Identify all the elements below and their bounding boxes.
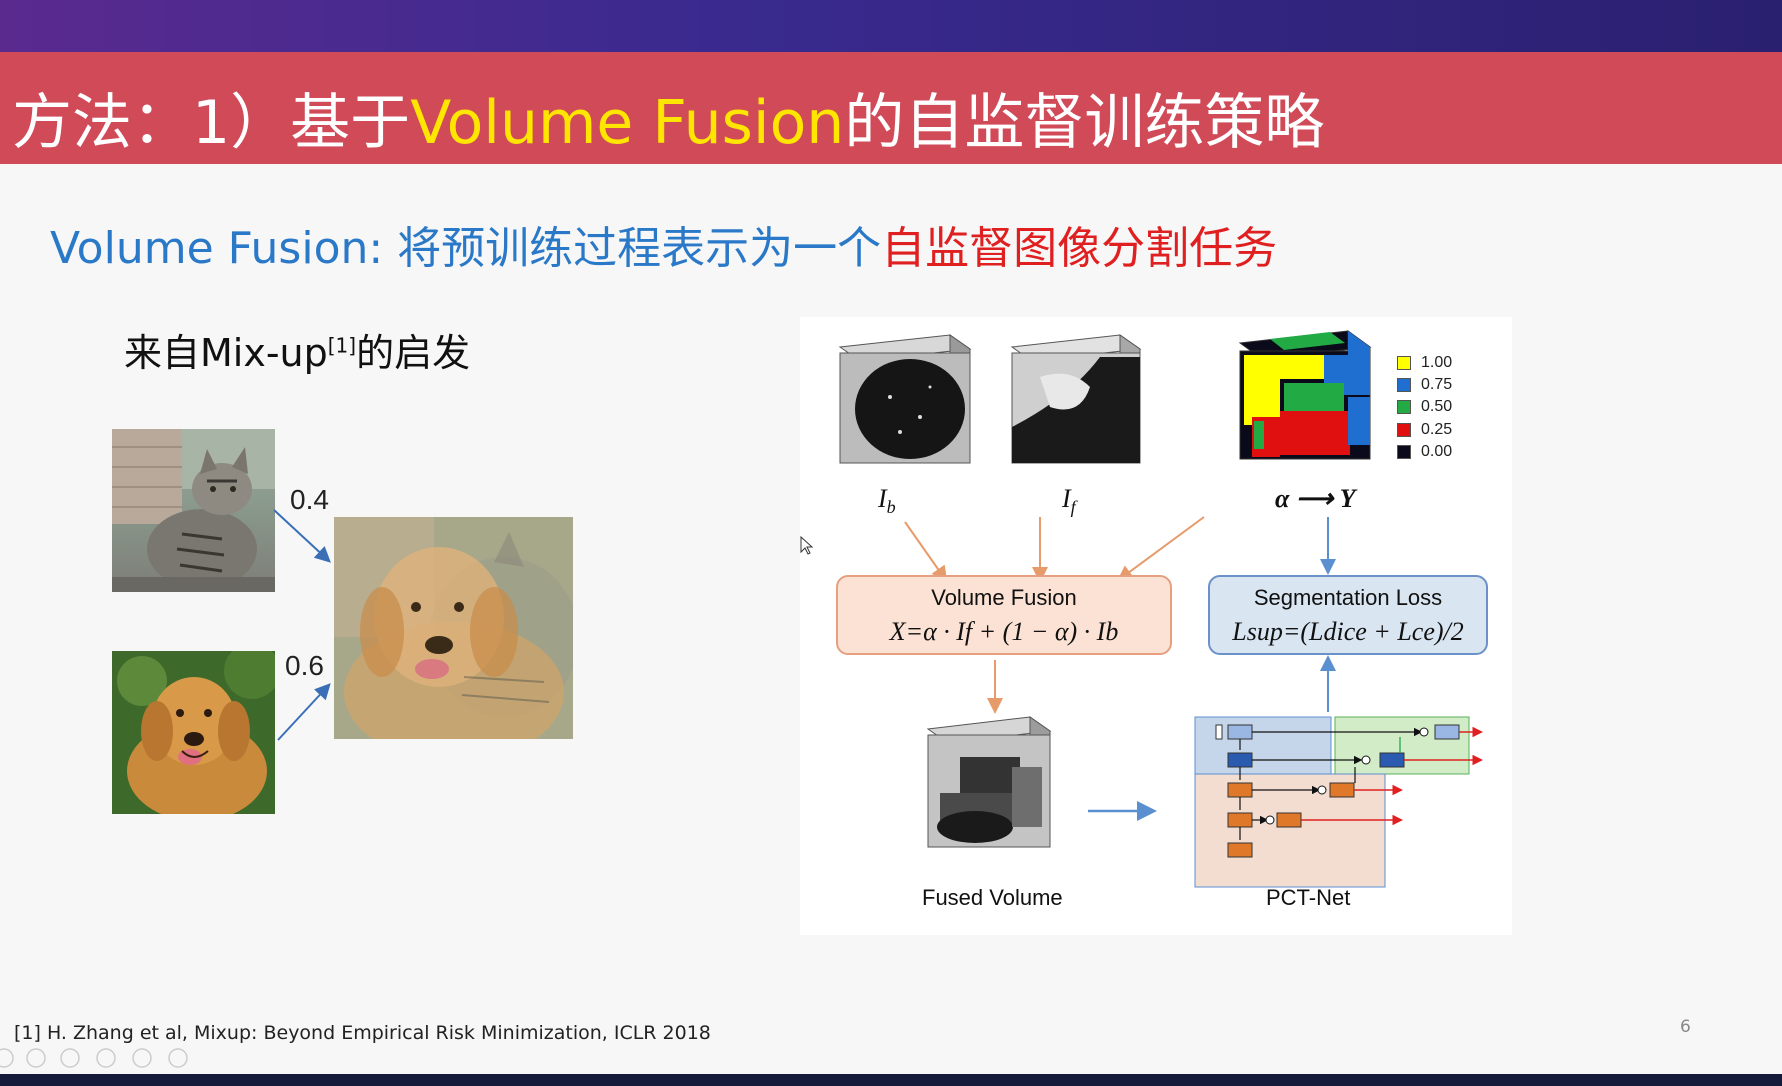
- cat-weight-label: 0.4: [290, 484, 329, 515]
- volume-fusion-figure: 1.00 0.75 0.50 0.25 0.00 Ib If α ⟶ Y Vol…: [800, 317, 1512, 935]
- legend-item: 0.75: [1397, 376, 1452, 394]
- cat-image: [112, 429, 275, 592]
- pen-icon[interactable]: [60, 1048, 80, 1068]
- segmentation-loss-box: Segmentation Loss Lsup=(Ldice + Lce)/2: [1208, 575, 1488, 655]
- legend-item: 1.00: [1397, 354, 1452, 372]
- if-label: If: [1062, 484, 1076, 518]
- mixup-label-prefix: 来自Mix-up: [124, 331, 328, 375]
- subtitle-blue-text: Volume Fusion: 将预训练过程表示为一个: [50, 223, 882, 274]
- legend-label: 0.25: [1421, 421, 1453, 438]
- slide-title: 方法：1）基于Volume Fusion的自监督训练策略: [12, 74, 1324, 161]
- legend-swatch: [1397, 422, 1411, 437]
- alpha-to-y-label: α ⟶ Y: [1275, 484, 1356, 513]
- more-options-icon[interactable]: [168, 1048, 188, 1068]
- legend-item: 0.00: [1397, 443, 1452, 461]
- ib-label-sub: b: [886, 497, 896, 518]
- volume-fusion-box: Volume Fusion X=α · If + (1 − α) · Ib: [836, 575, 1172, 655]
- fused-volume-caption: Fused Volume: [922, 885, 1063, 910]
- title-suffix: 的自监督训练策略: [844, 88, 1325, 158]
- alpha-label-cube: [1238, 330, 1372, 460]
- segmentation-loss-formula: Lsup=(Ldice + Lce)/2: [1232, 617, 1464, 646]
- subtitle-red-text: 自监督图像分割任务: [881, 223, 1278, 274]
- mouse-cursor-icon: [800, 536, 814, 555]
- cat-arrow: [273, 509, 331, 563]
- background-volume-cube: [838, 334, 972, 464]
- legend-swatch: [1397, 399, 1411, 414]
- mixup-citation: [1]: [327, 333, 357, 358]
- pct-net-diagram: [1194, 716, 1483, 888]
- legend-swatch: [1397, 444, 1411, 459]
- alpha-arrow: [1116, 516, 1205, 582]
- legend-label: 0.50: [1421, 398, 1453, 415]
- figure-graphics: [838, 330, 1483, 888]
- pct-net-caption: PCT-Net: [1266, 885, 1351, 910]
- prev-slide-icon[interactable]: [0, 1048, 14, 1068]
- legend-label: 1.00: [1421, 354, 1453, 371]
- zoom-icon[interactable]: [132, 1048, 152, 1068]
- legend-item: 0.25: [1397, 421, 1452, 439]
- mixup-arrows: [273, 509, 331, 741]
- ib-arrow: [904, 521, 948, 583]
- dog-arrow: [277, 683, 331, 741]
- if-label-sub: f: [1070, 497, 1076, 518]
- page-number: 6: [1680, 1017, 1691, 1037]
- slideshow-controls-icons: [0, 1048, 188, 1068]
- title-highlight: Volume Fusion: [410, 88, 845, 158]
- legend-label: 0.75: [1421, 376, 1453, 393]
- title-prefix: 方法：1）基于: [12, 88, 411, 158]
- dog-weight-label: 0.6: [285, 650, 324, 681]
- legend-swatch: [1397, 355, 1411, 370]
- next-slide-icon[interactable]: [26, 1048, 46, 1068]
- legend-swatch: [1397, 377, 1411, 392]
- slides-icon[interactable]: [96, 1048, 116, 1068]
- foreground-volume-cube: [1010, 334, 1142, 464]
- slideshow-controls: [0, 1046, 200, 1070]
- title-bar: [0, 52, 1782, 164]
- volume-fusion-formula: X=α · If + (1 − α) · Ib: [889, 617, 1119, 646]
- if-label-main: I: [1062, 484, 1071, 513]
- reference-footnote: [1] H. Zhang et al, Mixup: Beyond Empiri…: [14, 1022, 711, 1044]
- slide-top-bar: [0, 0, 1782, 52]
- volume-fusion-title: Volume Fusion: [931, 585, 1077, 610]
- legend-label: 0.00: [1421, 443, 1453, 460]
- mixup-label-suffix: 的启发: [356, 331, 471, 375]
- ib-label: Ib: [878, 484, 896, 518]
- slide-subtitle: Volume Fusion: 将预训练过程表示为一个自监督图像分割任务: [50, 212, 1277, 276]
- mixed-image: [334, 517, 573, 739]
- slide-bottom-bar: [0, 1074, 1782, 1086]
- ib-label-main: I: [878, 484, 887, 513]
- mixup-label: 来自Mix-up[1]的启发: [124, 322, 470, 377]
- fused-volume-cube: [926, 716, 1052, 848]
- segmentation-loss-title: Segmentation Loss: [1253, 585, 1443, 610]
- legend-item: 0.50: [1397, 398, 1452, 416]
- dog-image: [112, 651, 275, 814]
